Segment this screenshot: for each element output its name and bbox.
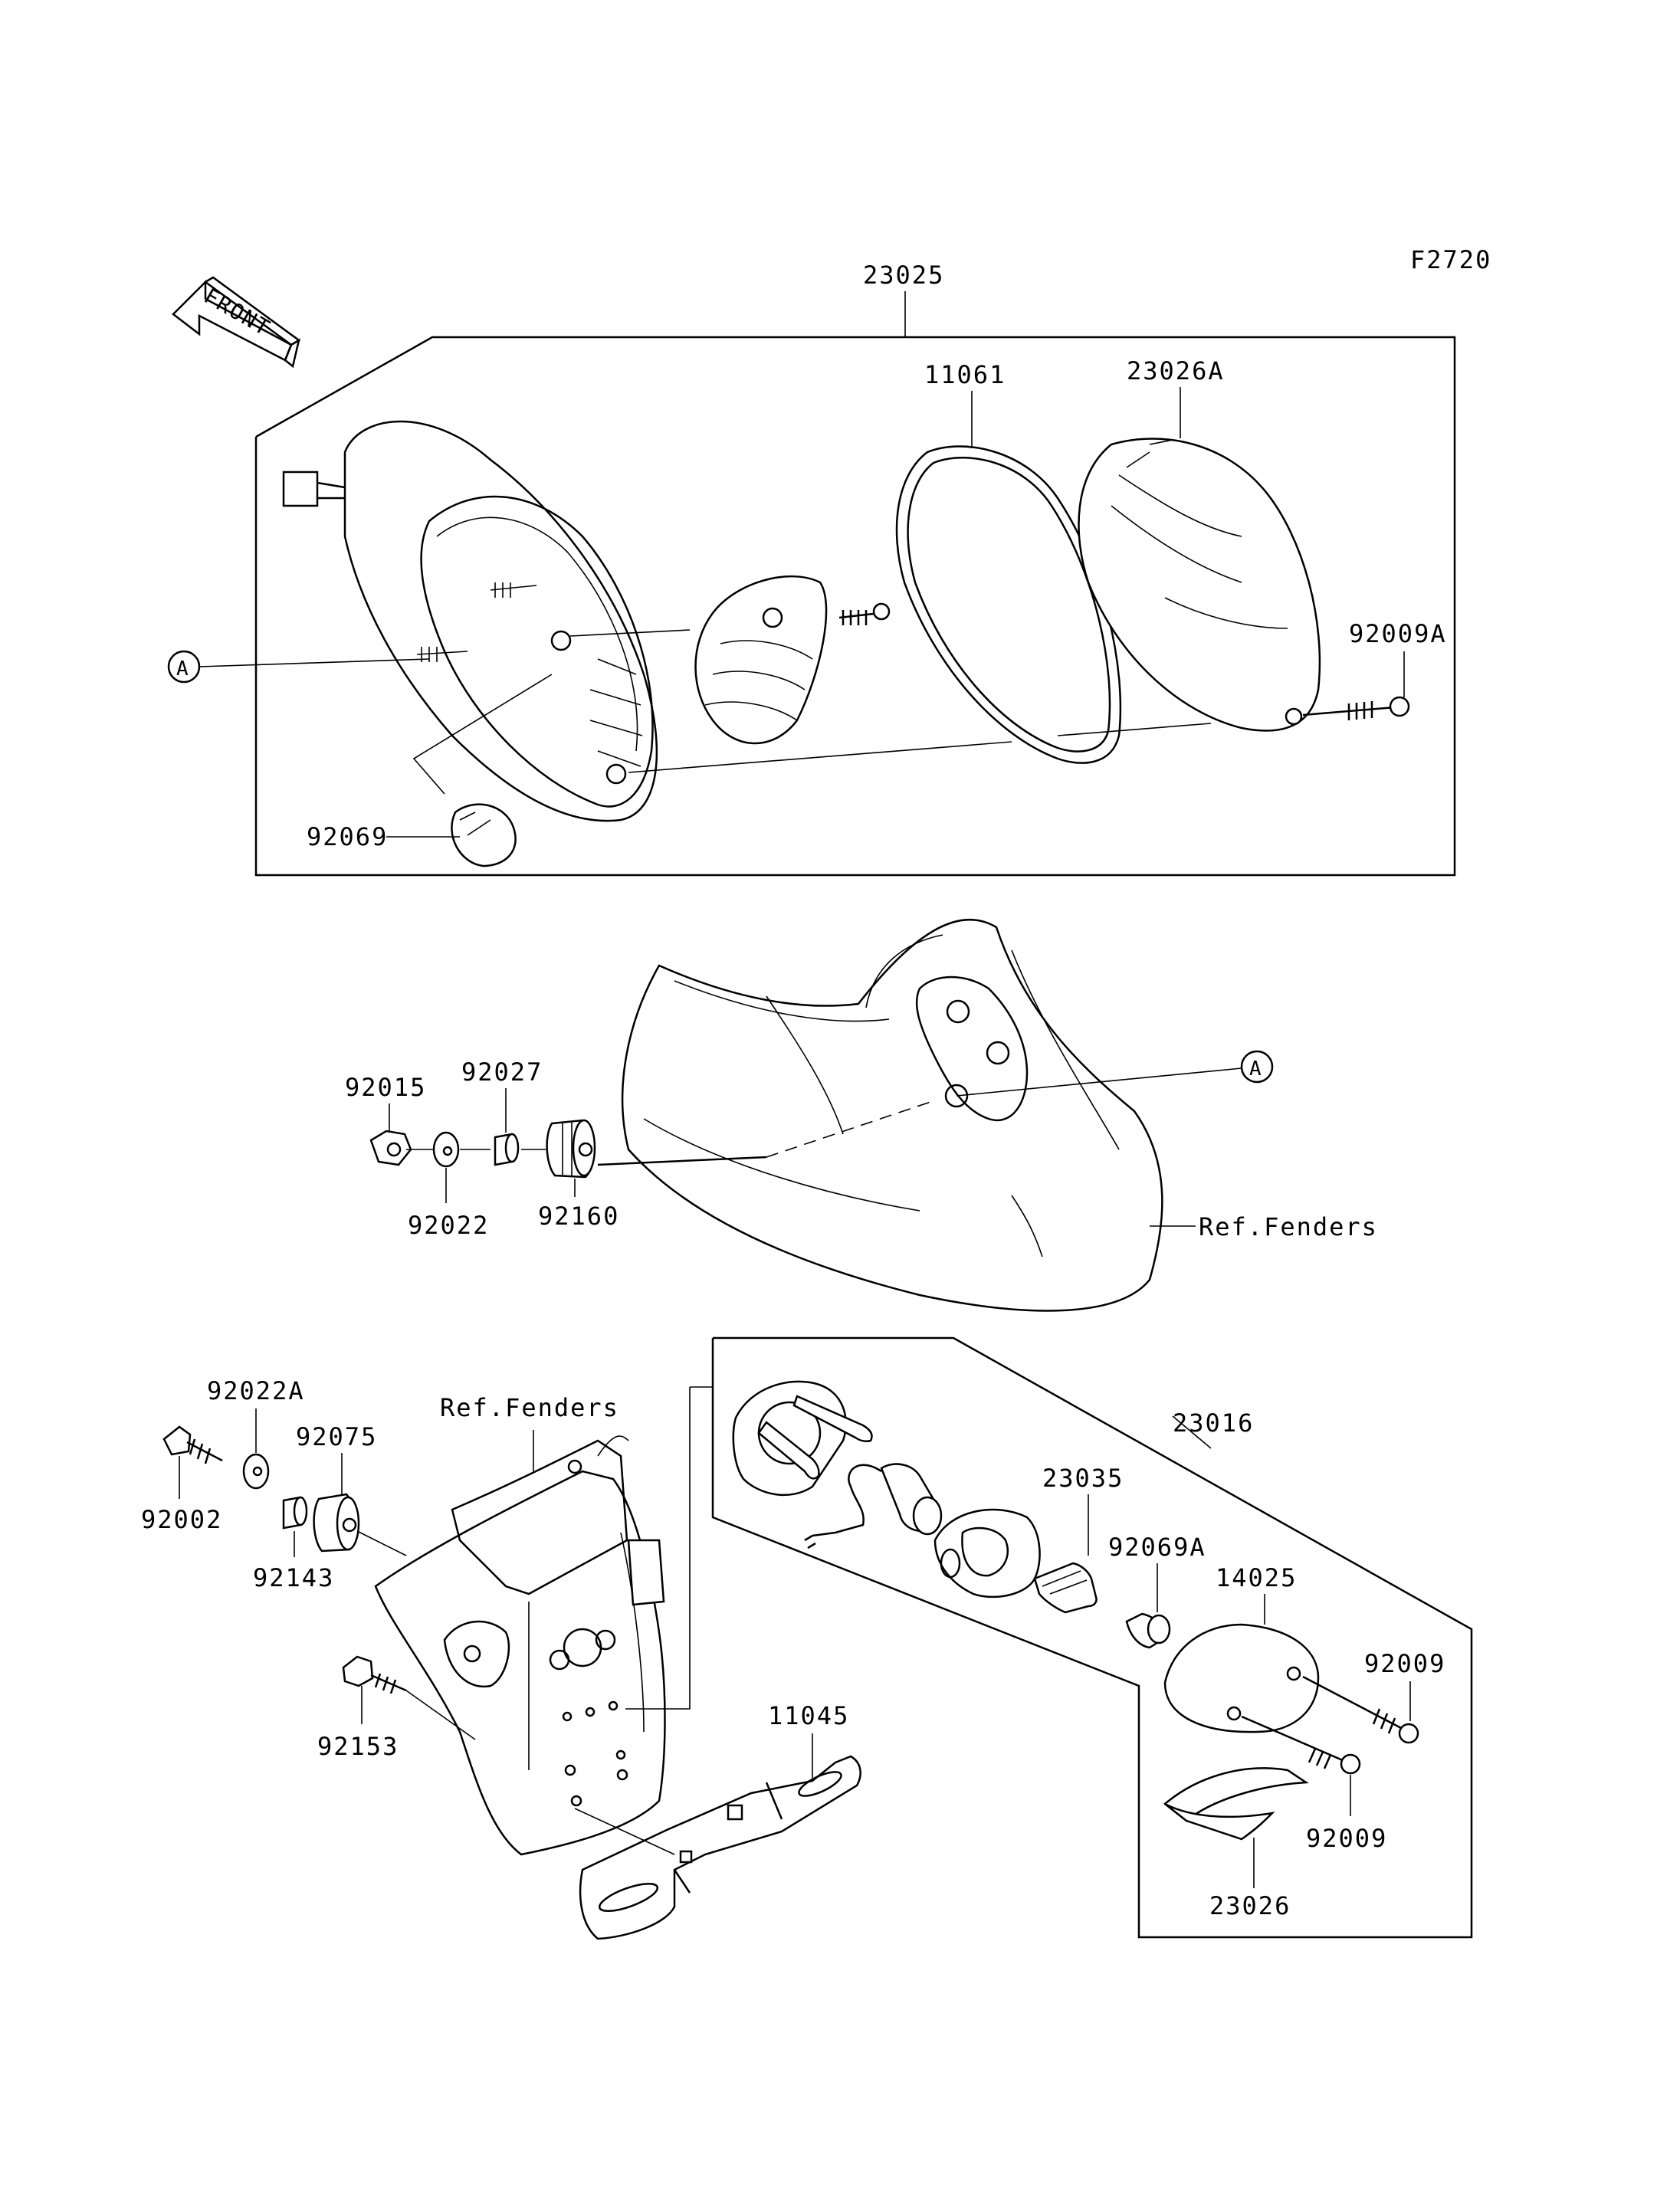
reflector-screw-icon [872, 602, 891, 621]
part-23035: 23035 [1042, 1464, 1124, 1493]
lamp-housing [282, 420, 658, 822]
part-92153: 92153 [317, 1732, 399, 1761]
tail-lens [1078, 438, 1321, 732]
assembly-23016-outline [711, 1336, 1473, 1939]
part-92022A: 92022A [207, 1376, 305, 1405]
front-arrow-icon: FRONT [172, 276, 301, 369]
lens-screw-icon [1302, 696, 1410, 720]
license-reflector [1163, 1767, 1309, 1841]
collar-92143-icon [282, 1496, 308, 1530]
callout-A-upper: A [176, 657, 190, 680]
reflector [694, 575, 891, 745]
leader-23016 [1172, 1415, 1212, 1449]
part-92160: 92160 [538, 1202, 619, 1231]
lens-gasket [895, 445, 1122, 764]
leader-A-upper [199, 658, 430, 667]
leader-bulb-upper [412, 674, 553, 795]
callout-A-lower: A [1249, 1058, 1263, 1080]
figure-code: F2720 [1410, 245, 1491, 274]
grommet-92075-icon [313, 1493, 360, 1553]
license-lens-cover [1163, 1623, 1320, 1733]
ref-fenders-lower: Ref.Fenders [440, 1393, 619, 1422]
part-92009-lower: 92009 [1306, 1824, 1387, 1853]
assembly-23025-outline [254, 336, 1456, 877]
washer-92022A-icon [242, 1453, 270, 1490]
license-bulb-icon [1125, 1612, 1171, 1649]
collar-icon [494, 1133, 520, 1166]
fender-hardware [369, 1100, 936, 1179]
part-92015: 92015 [345, 1073, 426, 1102]
bolt-92002-icon [162, 1425, 223, 1464]
lens-screw-lower-icon [1241, 1715, 1361, 1775]
leader-gasket-lower [628, 741, 1012, 773]
lamp-socket [804, 1463, 943, 1549]
callout-A-lower-circle [1240, 1050, 1274, 1084]
washer-icon [432, 1131, 460, 1168]
lamp-holder [934, 1508, 1041, 1599]
nut-icon [369, 1130, 412, 1166]
license-lamp-base [732, 1380, 873, 1497]
part-11061: 11061 [924, 360, 1006, 389]
part-92002: 92002 [141, 1505, 222, 1534]
part-23026: 23026 [1209, 1891, 1291, 1920]
part-23026A: 23026A [1127, 356, 1225, 385]
part-92009-upper: 92009 [1364, 1649, 1445, 1678]
part-92022: 92022 [408, 1211, 489, 1240]
tail-lamp-assembly-group: 23025 [199, 261, 1456, 877]
part-14025: 14025 [1216, 1563, 1297, 1592]
leader-reflector [569, 629, 691, 637]
part-92009A: 92009A [1349, 619, 1447, 648]
grommet-icon [546, 1119, 596, 1179]
part-11045: 11045 [768, 1701, 849, 1730]
part-92143: 92143 [253, 1563, 334, 1592]
contact-clip [1033, 1562, 1098, 1614]
wire-connector-icon [282, 471, 319, 507]
lens-screw-upper-icon [1302, 1675, 1419, 1744]
part-92069A: 92069A [1108, 1533, 1206, 1562]
leader-bracket-to-box [625, 1387, 691, 1710]
license-lamp-assembly-group: 23016 23035 [711, 1336, 1473, 1939]
rear-fender [621, 919, 1163, 1312]
part-92075: 92075 [296, 1422, 377, 1451]
leader-lens-lower [1057, 723, 1212, 736]
callout-A-upper-circle [167, 650, 201, 684]
part-23025: 23025 [863, 261, 944, 290]
part-92069: 92069 [307, 822, 388, 851]
license-bracket [374, 1435, 666, 1856]
part-23016: 23016 [1173, 1408, 1254, 1438]
bolt-92153-icon [342, 1655, 407, 1694]
bulb-icon [451, 803, 517, 867]
license-plate-stay [579, 1755, 861, 1940]
part-92027: 92027 [461, 1058, 543, 1087]
ref-fenders-upper: Ref.Fenders [1199, 1212, 1378, 1241]
leader-A-lower [956, 1067, 1242, 1097]
leader-stay-mount [574, 1808, 675, 1855]
